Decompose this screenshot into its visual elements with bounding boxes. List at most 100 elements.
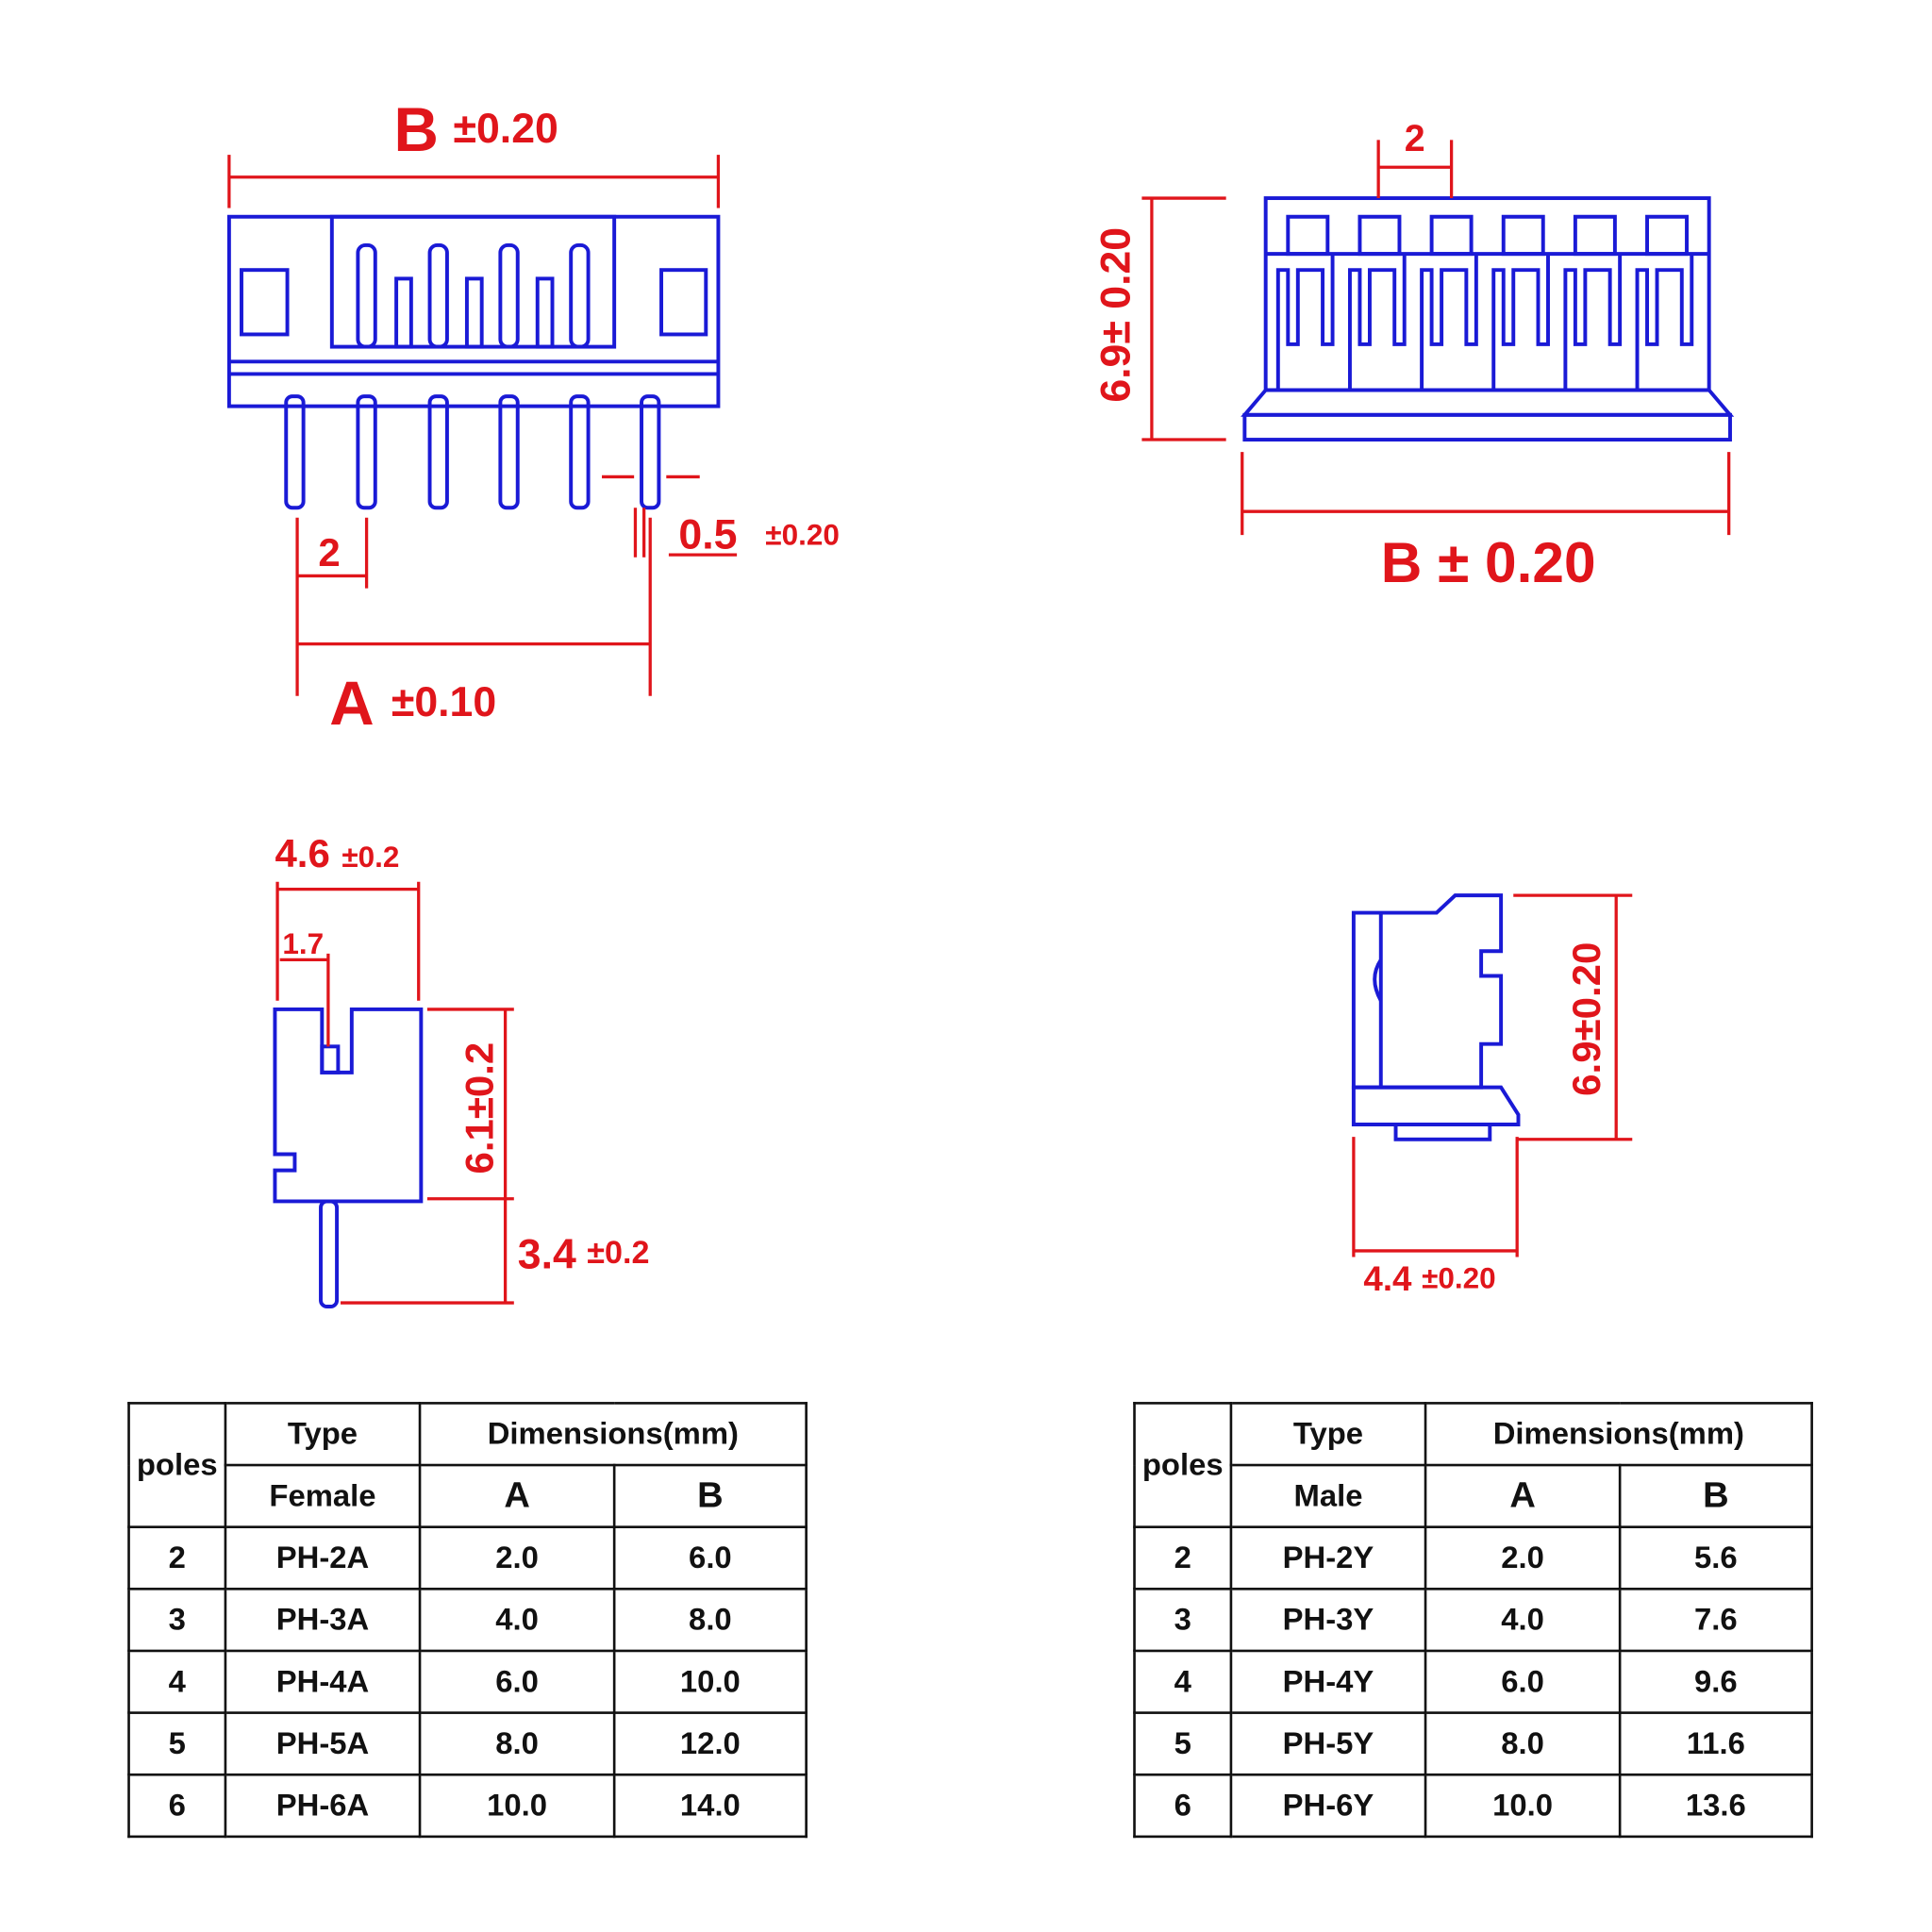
a-cell: 2.0 [1424, 1525, 1622, 1591]
contact-tall [427, 242, 449, 349]
poles-cell: 4 [127, 1649, 227, 1714]
type-cell: PH-6A [224, 1773, 422, 1839]
poles-header: poles [1133, 1402, 1233, 1528]
b-cell: 12.0 [612, 1711, 808, 1776]
socket-cavity [1347, 254, 1407, 391]
side-width-label: 4.6 [275, 831, 329, 875]
socket-slot [1429, 214, 1474, 257]
b-cell: 10.0 [612, 1649, 808, 1714]
b-cell: 7.6 [1618, 1588, 1813, 1653]
poles-cell: 2 [127, 1525, 227, 1591]
type-cell: PH-6Y [1229, 1773, 1427, 1839]
a-header: A [1424, 1463, 1622, 1528]
type-header: Type [1229, 1402, 1427, 1467]
male-side-height-label: 6.9±0.20 [1564, 942, 1608, 1096]
socket-cavity [1491, 254, 1550, 391]
a-cell: 4.0 [1424, 1588, 1622, 1653]
poles-cell: 3 [127, 1588, 227, 1653]
male-b-dimension-label: B ± 0.20 [1381, 530, 1596, 594]
contact-short [464, 276, 484, 349]
b-header: B [1618, 1463, 1813, 1528]
dimensions-header: Dimensions(mm) [418, 1402, 808, 1467]
female-header: Female [224, 1463, 422, 1528]
type-cell: PH-3Y [1229, 1588, 1427, 1653]
b-header: B [612, 1463, 808, 1528]
poles-header: poles [127, 1402, 227, 1528]
b-cell: 8.0 [612, 1588, 808, 1653]
offset-label: 1.7 [282, 926, 324, 960]
type-cell: PH-3A [224, 1588, 422, 1653]
poles-cell: 5 [127, 1711, 227, 1776]
contact-short [394, 276, 413, 349]
socket-slot [1645, 214, 1690, 257]
b-dimension-tolerance: ±0.20 [453, 106, 558, 152]
type-cell: PH-4Y [1229, 1649, 1427, 1714]
socket-cavity [1420, 254, 1478, 391]
contact-tall [569, 242, 591, 349]
contact-tall [356, 242, 377, 349]
socket-slot [1573, 214, 1617, 257]
a-cell: 2.0 [418, 1525, 616, 1591]
poles-cell: 4 [1133, 1649, 1233, 1714]
pin [640, 394, 661, 510]
pin [569, 394, 591, 510]
type-cell: PH-2A [224, 1525, 422, 1591]
socket-cavity [1635, 254, 1694, 391]
poles-cell: 2 [1133, 1525, 1233, 1591]
type-cell: PH-2Y [1229, 1525, 1427, 1591]
male-side-width-label: 4.4 [1363, 1259, 1412, 1298]
poles-cell: 3 [1133, 1588, 1233, 1653]
pin [498, 394, 520, 510]
pin-length-tolerance: ±0.2 [587, 1235, 649, 1271]
technical-drawings: B ±0.20 2 A ±0.10 0.5 ±0.20 2 6.9± 0.20 … [226, 95, 1735, 1308]
type-cell: PH-5A [224, 1711, 422, 1776]
side-width-tolerance: ±0.2 [341, 840, 399, 874]
socket-cavity [1275, 254, 1335, 391]
pitch-label: 2 [318, 530, 340, 575]
a-cell: 6.0 [418, 1649, 616, 1714]
type-cell: PH-5Y [1229, 1711, 1427, 1776]
socket-slot [1501, 214, 1545, 257]
b-cell: 13.6 [1618, 1773, 1813, 1839]
pin [356, 394, 377, 510]
b-cell: 5.6 [1618, 1525, 1813, 1591]
a-cell: 6.0 [1424, 1649, 1622, 1714]
a-cell: 4.0 [418, 1588, 616, 1653]
pin-width-tolerance: ±0.20 [765, 518, 840, 552]
socket-slot [1286, 214, 1330, 257]
poles-cell: 6 [1133, 1773, 1233, 1839]
a-cell: 8.0 [418, 1711, 616, 1776]
a-header: A [418, 1463, 616, 1528]
b-cell: 14.0 [612, 1773, 808, 1839]
type-cell: PH-4A [224, 1649, 422, 1714]
a-dimension-letter: A [329, 669, 374, 738]
male-side-view: 6.9±0.20 4.4 ±0.20 [1351, 893, 1633, 1298]
poles-cell: 5 [1133, 1711, 1233, 1776]
a-cell: 8.0 [1424, 1711, 1622, 1776]
b-cell: 11.6 [1618, 1711, 1813, 1776]
socket-cavity [1563, 254, 1623, 391]
pin-length-label: 3.4 [518, 1231, 576, 1277]
poles-cell: 6 [127, 1773, 227, 1839]
a-dimension-tolerance: ±0.10 [391, 679, 496, 725]
socket-slot [1357, 214, 1402, 257]
b-dimension-letter: B [393, 95, 438, 164]
male-side-width-tolerance: ±0.20 [1422, 1260, 1496, 1294]
contact-tall [498, 242, 520, 349]
a-cell: 10.0 [1424, 1773, 1622, 1839]
male-pitch-label: 2 [1405, 118, 1425, 159]
pin [427, 394, 449, 510]
type-header: Type [224, 1402, 422, 1467]
pin-width-label: 0.5 [678, 512, 737, 558]
